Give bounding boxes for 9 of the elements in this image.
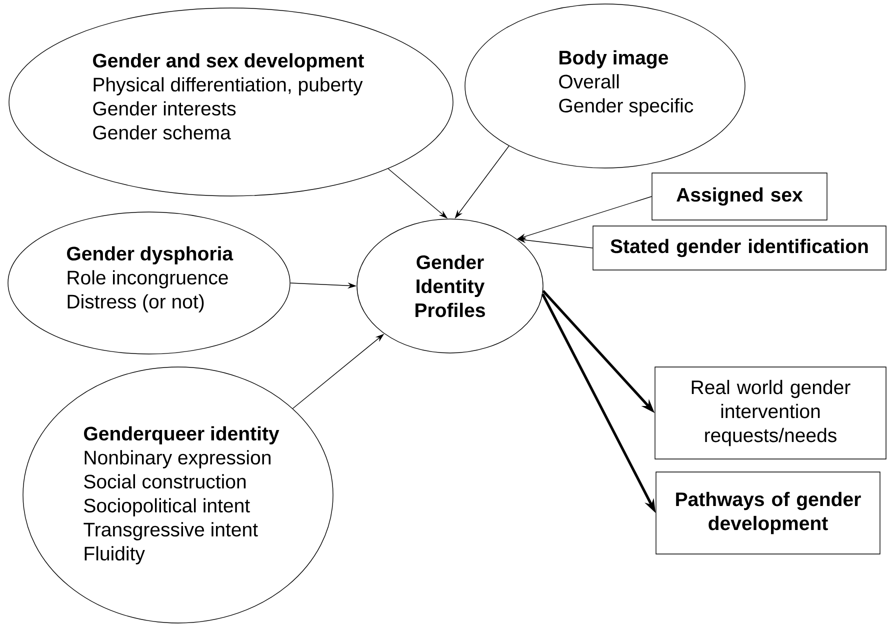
ellipse-node: Body image Overall Gender specific: [464, 4, 746, 168]
text-box: Assigned sex: [652, 172, 828, 220]
ellipse-node: Gender dysphoria Role incongruence Distress (or not): [8, 212, 290, 354]
text-box: Stated gender identification: [592, 226, 886, 270]
text-box: Pathways of gender development: [656, 472, 880, 554]
ellipse-node: Gender and sex development Physical differentiation, puberty Gender interests Gender schema: [8, 8, 454, 196]
ellipse-node: Genderqueer identity Nonbinary expression Social construction Sociopolitical intent Transgressive intent Fluidity: [22, 366, 334, 624]
text-box: Real world gender intervention requests/needs: [654, 366, 886, 460]
ellipse-node: Gender Identity Profiles: [356, 218, 544, 354]
